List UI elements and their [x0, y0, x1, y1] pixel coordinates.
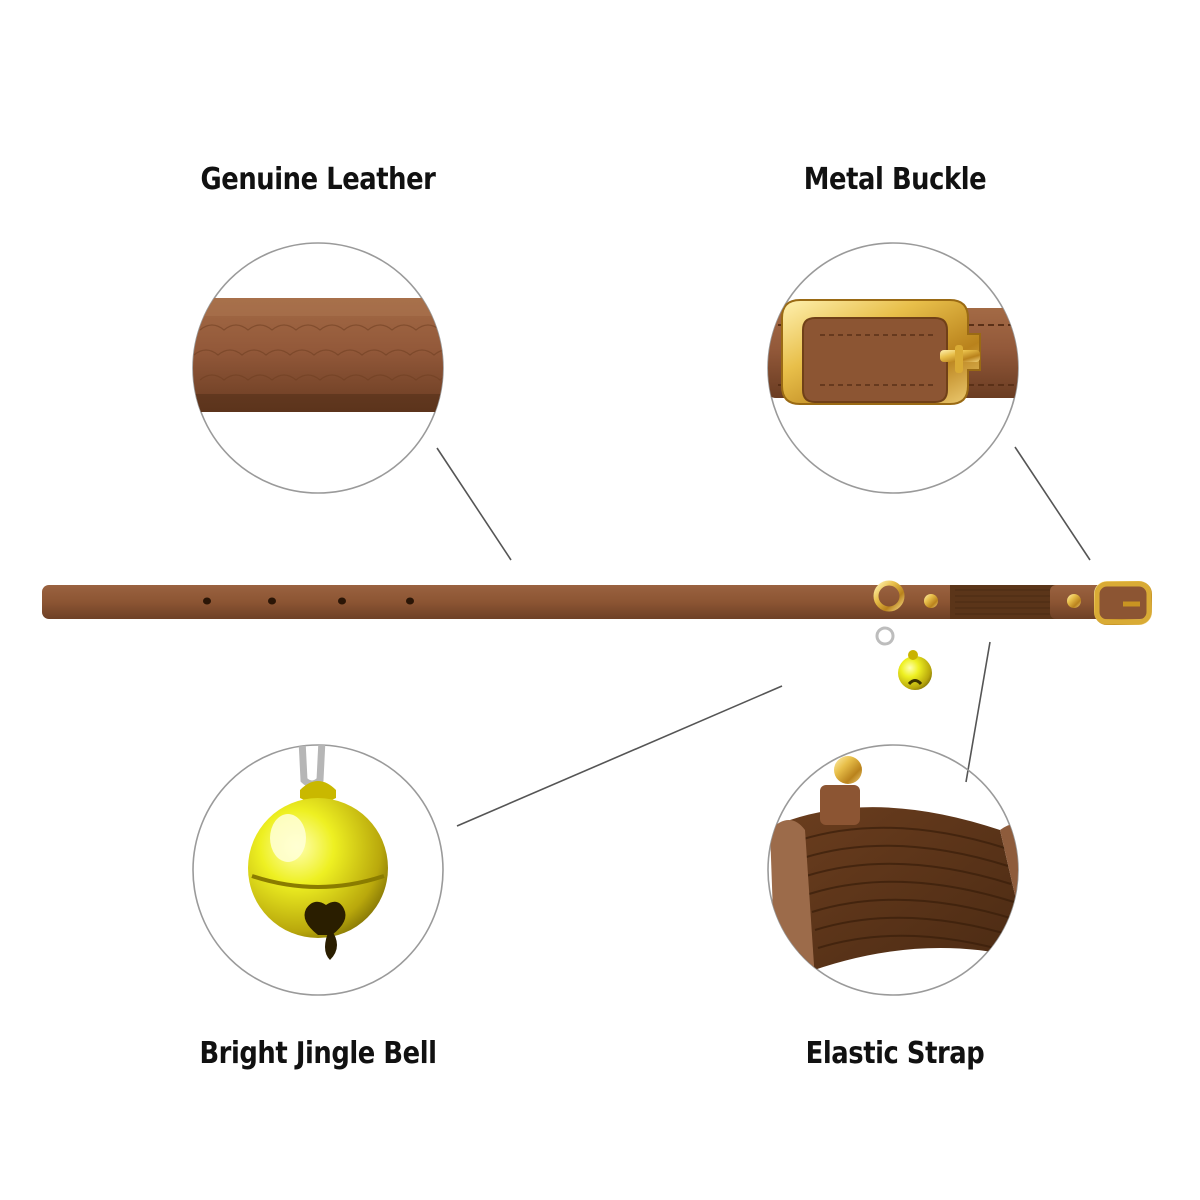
connector-lines: [436, 446, 1091, 827]
leather-closeup-image: [193, 298, 443, 412]
bell-detail-circle: [192, 744, 444, 996]
elastic-strap-label: Elastic Strap: [805, 1036, 985, 1071]
strap-connector-line: [965, 641, 991, 783]
jingle-bell-icon: [248, 745, 388, 960]
metal-buckle-label: Metal Buckle: [803, 162, 987, 197]
genuine-leather-label: Genuine Leather: [200, 162, 436, 197]
jingle-bell-label: Bright Jingle Bell: [199, 1036, 437, 1071]
bell-connector-line: [456, 685, 783, 827]
buckle-connector-line: [1014, 446, 1091, 561]
leather-connector-line: [436, 447, 512, 561]
collar-icon: [42, 580, 1152, 690]
buckle-icon: [768, 299, 1018, 405]
elastic-strap-closeup-image: [770, 756, 1018, 984]
